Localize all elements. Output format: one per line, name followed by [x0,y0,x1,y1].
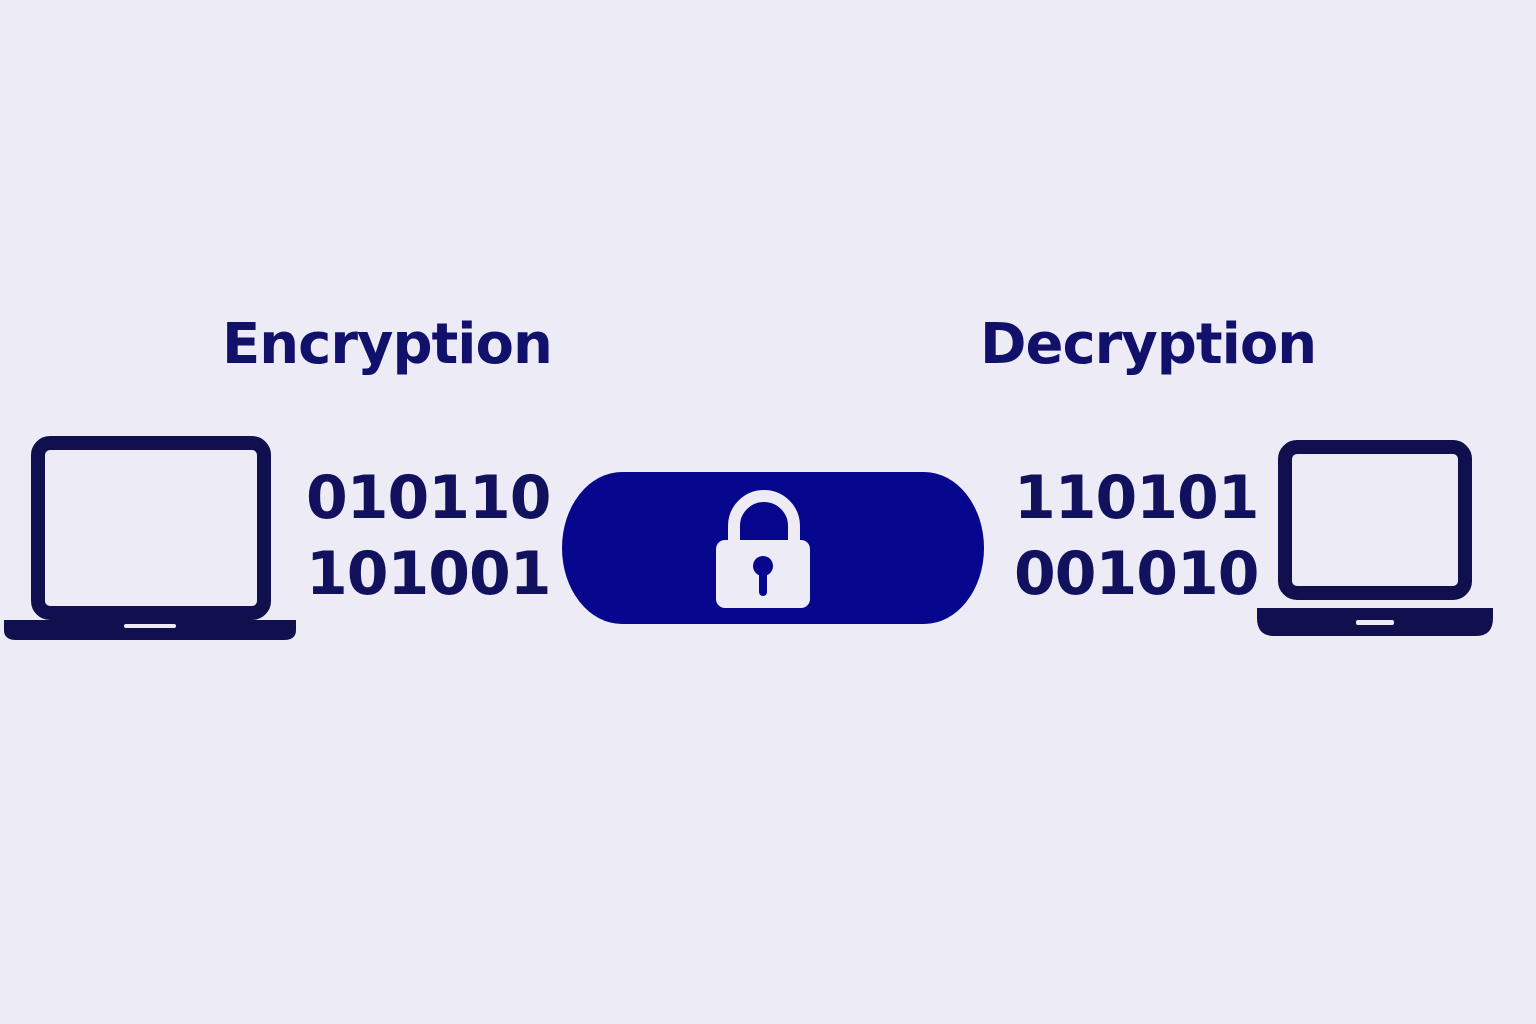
decrypted-binary: 110101 001010 [1014,460,1259,612]
lock-icon [716,490,810,608]
encryption-title: Encryption [222,312,553,377]
binary-line: 010110 [306,463,551,533]
binary-line: 110101 [1014,463,1259,533]
decryption-title: Decryption [980,312,1317,377]
binary-line: 001010 [1014,539,1259,609]
plaintext-binary: 010110 101001 [306,460,551,612]
sender-laptop-icon [4,436,296,640]
binary-line: 101001 [306,539,551,609]
receiver-laptop-icon [1257,440,1493,636]
